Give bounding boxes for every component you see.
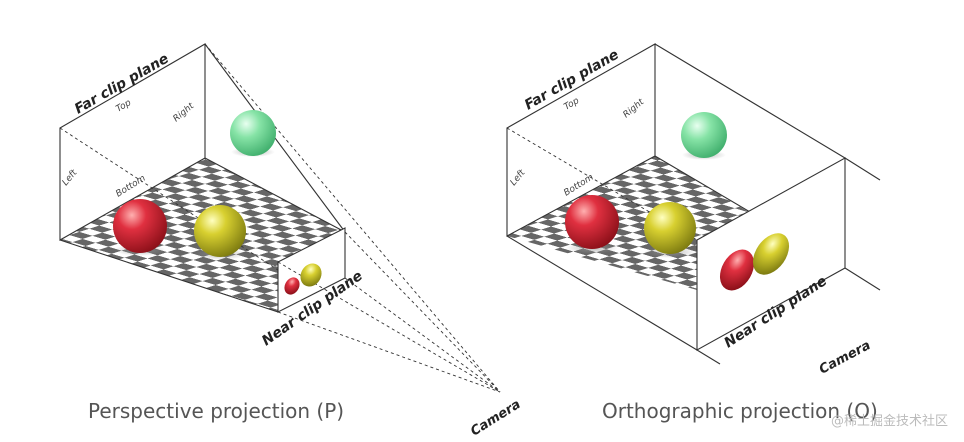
perspective-caption: Perspective projection (P) — [88, 399, 344, 423]
ortho-hidden-edge — [506, 127, 698, 241]
projection-line — [344, 231, 501, 393]
camera-label-ortho: Camera — [817, 338, 873, 377]
projected-red-sphere — [284, 277, 300, 295]
projected-yellow-sphere — [300, 263, 322, 287]
projection-line — [204, 43, 501, 393]
frustum-edge — [59, 239, 279, 313]
left-label-ortho: Left — [509, 168, 528, 188]
projected-yellow-sphere-ortho — [752, 233, 790, 275]
orthographic-caption: Orthographic projection (O) — [602, 399, 878, 423]
watermark: @稀土掘金技术社区 — [831, 413, 948, 429]
camera-label: Camera — [468, 397, 523, 439]
top-label: Top — [115, 98, 134, 115]
green-sphere-ortho — [681, 112, 727, 158]
orthographic-floor-visible — [507, 156, 752, 290]
ortho-edge — [696, 349, 721, 365]
right-label: Right — [172, 101, 197, 124]
left-label: Left — [61, 168, 80, 188]
frustum-hidden-edge — [59, 127, 279, 271]
ortho-edge — [844, 157, 881, 181]
projected-red-sphere-ortho — [719, 249, 755, 291]
red-sphere-ortho — [565, 195, 619, 249]
top-label-ortho: Top — [563, 96, 582, 113]
green-sphere — [230, 110, 276, 156]
yellow-sphere-ortho — [644, 202, 696, 254]
yellow-sphere — [194, 205, 246, 257]
right-label-ortho: Right — [622, 97, 647, 120]
red-sphere — [113, 199, 167, 253]
projection-line — [344, 277, 501, 393]
frustum-edge — [204, 157, 346, 233]
ortho-edge — [506, 235, 698, 351]
perspective-frustum: Far clip plane Top Right Left Bottom Nea… — [59, 43, 523, 439]
ortho-edge — [844, 267, 881, 291]
projection-line — [277, 311, 501, 393]
ortho-edge — [654, 43, 846, 159]
orthographic-volume: Far clip plane Top Right Left Bottom Nea… — [506, 43, 881, 378]
